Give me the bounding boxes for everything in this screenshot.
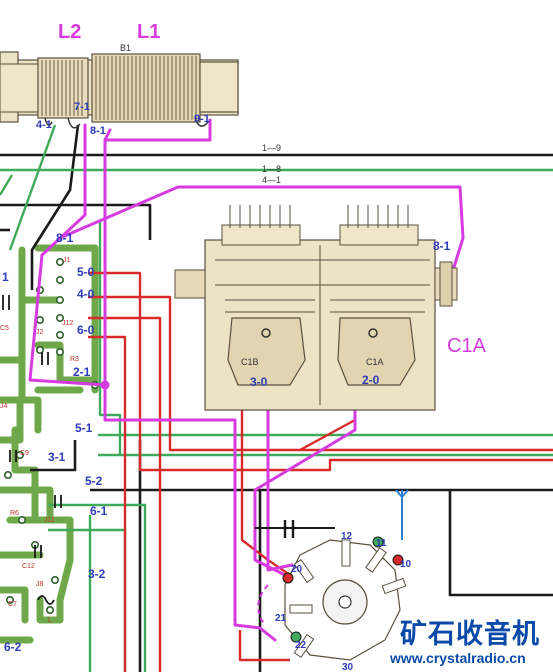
component-symbols [2,295,62,605]
watermark-url: www.crystalradio.cn [390,650,526,666]
line-4-1-label: 4—1 [262,175,281,185]
switch-pin-30: 30 [342,662,354,672]
ref-r6: R6 [10,510,19,517]
board-5-2-label: 5-2 [85,474,103,488]
band-switch [255,520,407,661]
capacitor-8-1-label: 8-1 [433,239,451,253]
board-3-2-label: 3-2 [88,567,106,581]
coil-b1-label: B1 [120,43,131,53]
switch-pin-20: 20 [291,564,303,575]
tap-9-1-label: 9-1 [194,113,210,125]
board-2-1-label: 2-1 [73,365,91,379]
board-6-0-label: 6-0 [77,323,95,337]
board-5-0-label: 5-0 [77,265,95,279]
site-watermark: 矿石收音机 www.crystalradio.cn [388,612,553,672]
ref-j12: J12 [62,320,73,327]
coil-assembly [0,51,239,129]
board-4-0-label: 4-0 [77,287,95,301]
ref-j2: J2 [36,329,44,336]
switch-pin-10: 10 [400,559,412,570]
tap-4-1-label: 4-1 [36,119,52,131]
ref-l: L [48,617,52,624]
c1a-label: C1A [366,357,384,367]
capacitor-title: C1A [447,335,487,357]
board-1-label: 1 [2,270,9,284]
dashed-link [257,584,269,626]
board-6-2-label: 6-2 [4,640,22,654]
tap-7-1-label: 7-1 [74,101,90,113]
ref-j8: J8 [36,581,44,588]
ref-c9: C9 [20,450,29,457]
node-2-0-label: 2-0 [362,373,380,387]
watermark-chinese: 矿石收音机 [400,619,540,650]
line-1-8-label: 1—8 [262,164,281,174]
board-8-1-label: 8-1 [56,231,74,245]
coil-l2-label: L2 [58,21,81,43]
antenna-icon [395,489,409,540]
board-5-1-label: 5-1 [75,421,93,435]
line-1-9-label: 1—9 [262,143,281,153]
switch-pin-11: 11 [376,538,387,549]
switch-pin-12: 12 [341,531,353,542]
tap-8-1-label: 8-1 [90,125,106,137]
board-3-1-label: 3-1 [48,450,66,464]
coil-l1-label: L1 [137,21,160,43]
ref-c7: C7 [8,601,17,608]
pcb-board [0,244,99,644]
c1b-label: C1B [241,357,259,367]
switch-pin-21: 21 [275,613,287,624]
ref-r3: R3 [70,356,79,363]
black-wires [0,124,553,672]
board-6-1-label: 6-1 [90,504,108,518]
ref-c5: C5 [0,325,9,332]
ref-j4: J4 [0,403,8,410]
junction-dot [100,380,110,390]
ref-j11: J11 [44,517,55,524]
node-3-0-label: 3-0 [250,375,268,389]
ref-c12: C12 [22,563,35,570]
switch-pin-22: 22 [295,640,307,651]
ref-j1: J1 [63,257,71,264]
variable-capacitor [174,205,458,411]
